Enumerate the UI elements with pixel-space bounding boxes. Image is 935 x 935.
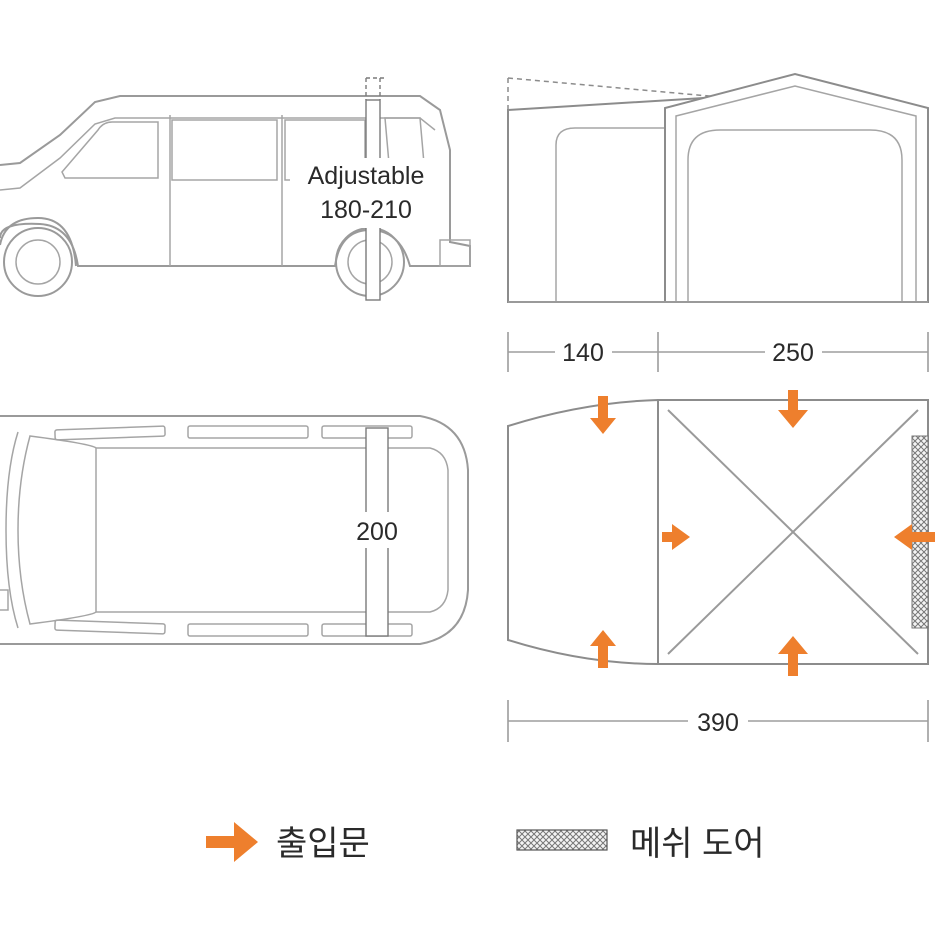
- legend: [206, 822, 608, 862]
- front-section-label: 140: [562, 339, 604, 367]
- arrow-right-side: [894, 524, 935, 550]
- height-label-line1: Adjustable: [308, 162, 425, 190]
- main-section-label: 250: [772, 339, 814, 367]
- arrow-middle-left: [662, 524, 690, 550]
- height-label-line2: 180-210: [320, 196, 412, 224]
- arrow-main-bottom: [778, 636, 808, 676]
- entrance-legend-label: 출입문: [276, 825, 370, 863]
- tent-floor-plan: [507, 398, 929, 666]
- van-side-view: [0, 77, 471, 301]
- tent-side-view: [507, 72, 929, 303]
- total-length-dimension: [507, 700, 929, 742]
- entrance-arrows: [590, 390, 935, 676]
- height-label-bg: [290, 158, 440, 228]
- arrow-front-top: [590, 396, 616, 434]
- van-top-view: [0, 415, 469, 645]
- tent-length-dimension: [507, 332, 929, 372]
- total-length-label: 390: [697, 709, 739, 737]
- entrance-arrow-icon: [206, 822, 258, 862]
- width-label: 200: [356, 518, 398, 546]
- arrow-front-bottom: [590, 630, 616, 668]
- mesh-swatch-icon: [516, 829, 608, 851]
- arrow-main-top: [778, 390, 808, 428]
- mesh-legend-label: 메쉬 도어: [630, 825, 765, 863]
